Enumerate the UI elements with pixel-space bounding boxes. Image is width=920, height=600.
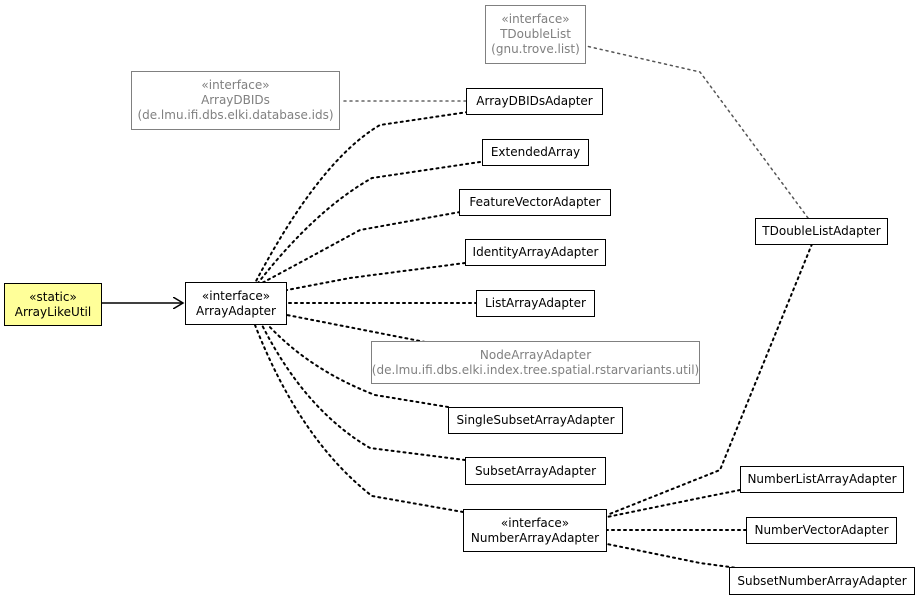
edge-subsetarrayadapter-arrayadapter: [261, 324, 466, 461]
edge-extendedarray-arrayadapter: [257, 161, 481, 284]
node-featurevectoradapter[interactable]: FeatureVectorAdapter: [459, 189, 611, 216]
node-listarrayadapter[interactable]: ListArrayAdapter: [476, 290, 595, 317]
edge-featurevectoradapter-arrayadapter: [261, 211, 461, 284]
node-numberlistarrayadapter[interactable]: NumberListArrayAdapter: [740, 466, 904, 493]
node-tdoublelist[interactable]: «interface» TDoubleList (gnu.trove.list): [485, 5, 586, 64]
edge-tdoublelistadapter-tdoublelist: [585, 45, 809, 219]
node-subsetarrayadapter[interactable]: SubsetArrayAdapter: [465, 457, 606, 485]
node-arrayadapter[interactable]: «interface» ArrayAdapter: [185, 282, 287, 325]
edge-nodearrayadapter-arrayadapter: [286, 314, 426, 343]
edge-tdoublelistadapter-numberarrayadapter: [606, 243, 813, 516]
node-numbervectoradapter[interactable]: NumberVectorAdapter: [746, 517, 897, 544]
node-arraydbidsadapter[interactable]: ArrayDBIDsAdapter: [466, 88, 603, 115]
edge-identityarrayadapter-arrayadapter: [286, 262, 466, 291]
node-singlesubsetarrayadapter[interactable]: SingleSubsetArrayAdapter: [448, 407, 623, 434]
edge-numberarrayadapter-arrayadapter: [254, 324, 464, 513]
node-nodearrayadapter[interactable]: NodeArrayAdapter (de.lmu.ifi.dbs.elki.in…: [371, 341, 700, 384]
edge-arraydbidsadapter-arrayadapter: [254, 111, 469, 284]
edge-singlesubsetarrayadapter-arrayadapter: [267, 324, 449, 408]
node-extendedarray[interactable]: ExtendedArray: [482, 139, 589, 166]
node-arraydbids[interactable]: «interface» ArrayDBIDs (de.lmu.ifi.dbs.e…: [131, 71, 340, 130]
node-subsetnumberarrayadapter[interactable]: SubsetNumberArrayAdapter: [729, 567, 915, 595]
node-identityarrayadapter[interactable]: IdentityArrayAdapter: [465, 239, 606, 266]
edge-numberlistarrayadapter-numberarrayadapter: [606, 489, 741, 518]
node-tdoublelistadapter[interactable]: TDoubleListAdapter: [755, 218, 888, 245]
node-numberarrayadapter[interactable]: «interface» NumberArrayAdapter: [463, 509, 607, 552]
node-arraylikeutil[interactable]: «static» ArrayLikeUtil: [4, 283, 102, 326]
